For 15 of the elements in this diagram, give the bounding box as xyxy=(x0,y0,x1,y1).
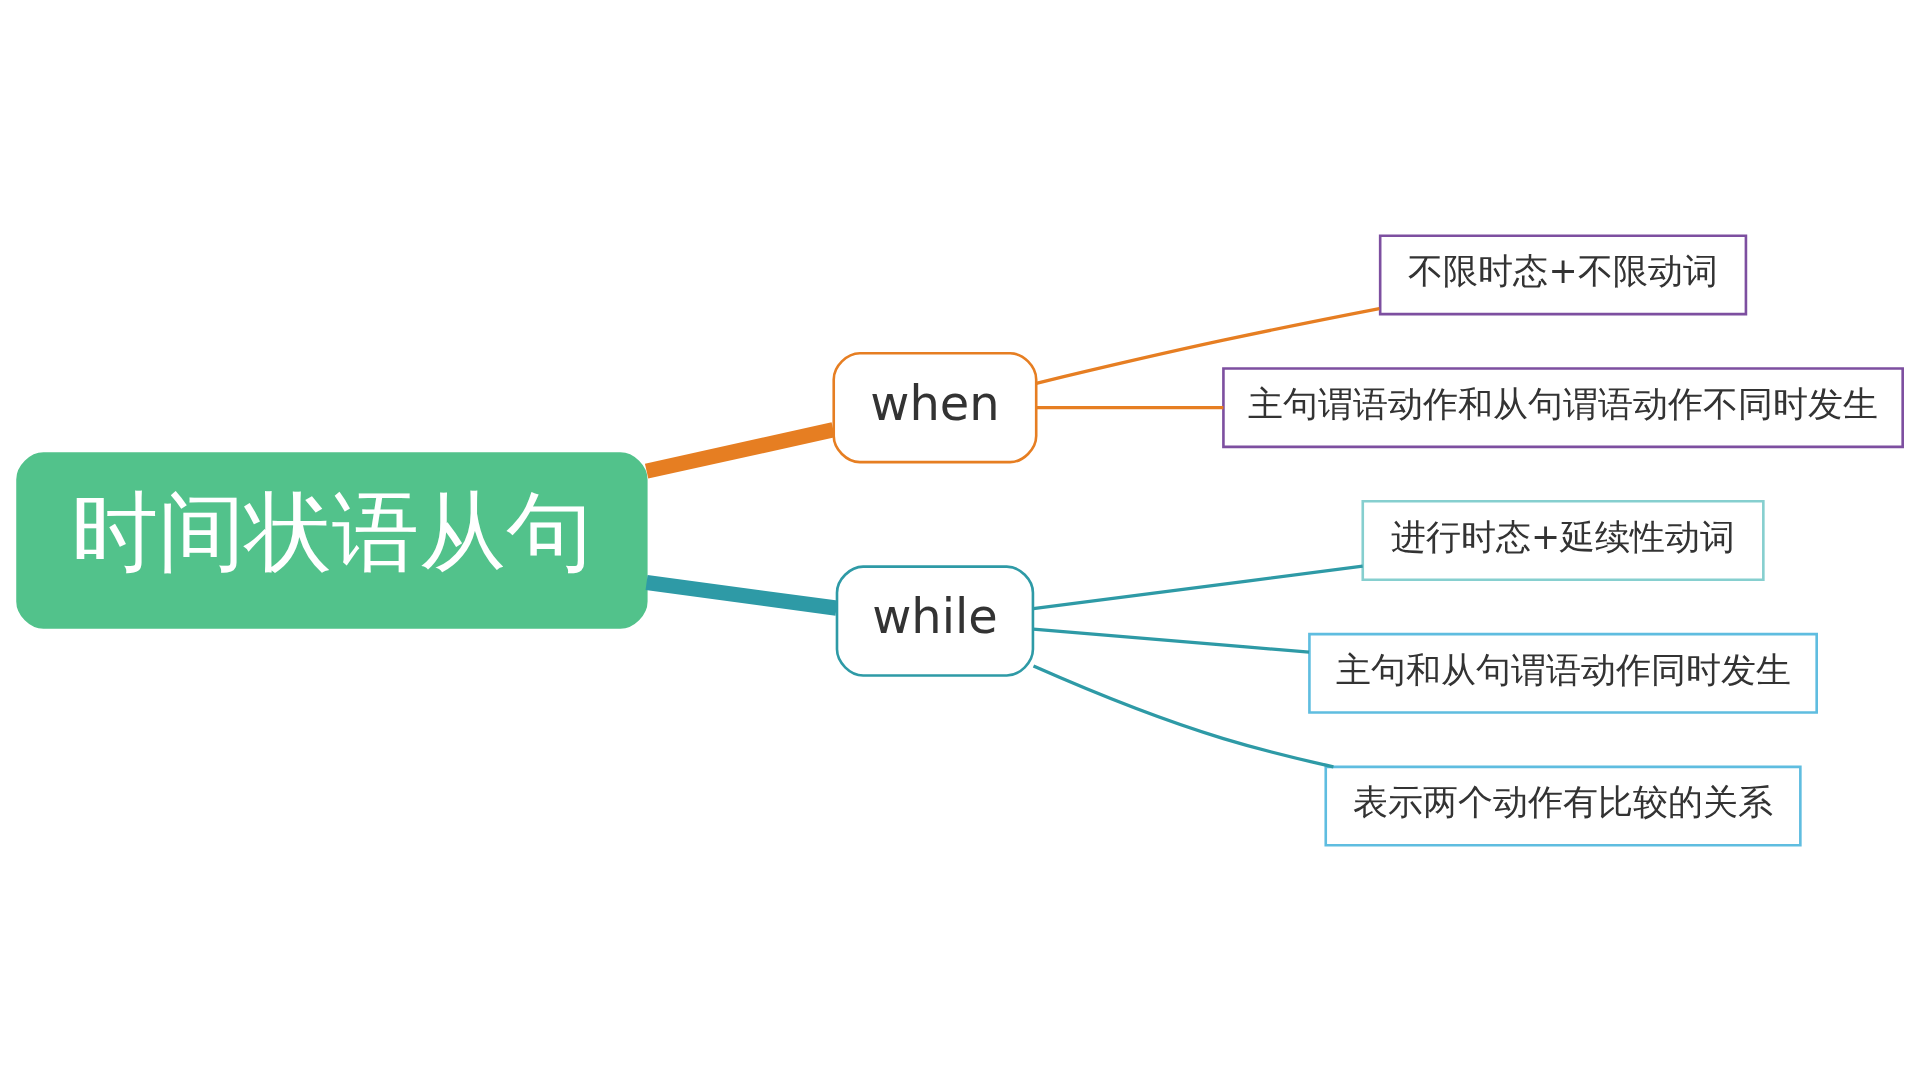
connector xyxy=(1032,664,1334,768)
connector xyxy=(1033,563,1363,610)
node-box: 时间状语从句 xyxy=(16,451,648,629)
node-box: 表示两个动作有比较的关系 xyxy=(1324,765,1802,847)
connector xyxy=(1036,405,1224,409)
node-box: 不限时态+不限动词 xyxy=(1378,233,1748,315)
node-box: 主句谓语动作和从句谓语动作不同时发生 xyxy=(1222,366,1904,448)
node-box: while xyxy=(835,564,1035,677)
connector xyxy=(1035,306,1380,385)
connector xyxy=(644,421,835,479)
node-box: when xyxy=(832,351,1038,463)
node-box: 进行时态+延续性动词 xyxy=(1361,499,1765,581)
node-box: 主句和从句谓语动作同时发生 xyxy=(1308,632,1818,714)
connector xyxy=(645,574,838,616)
connector xyxy=(1033,627,1310,654)
